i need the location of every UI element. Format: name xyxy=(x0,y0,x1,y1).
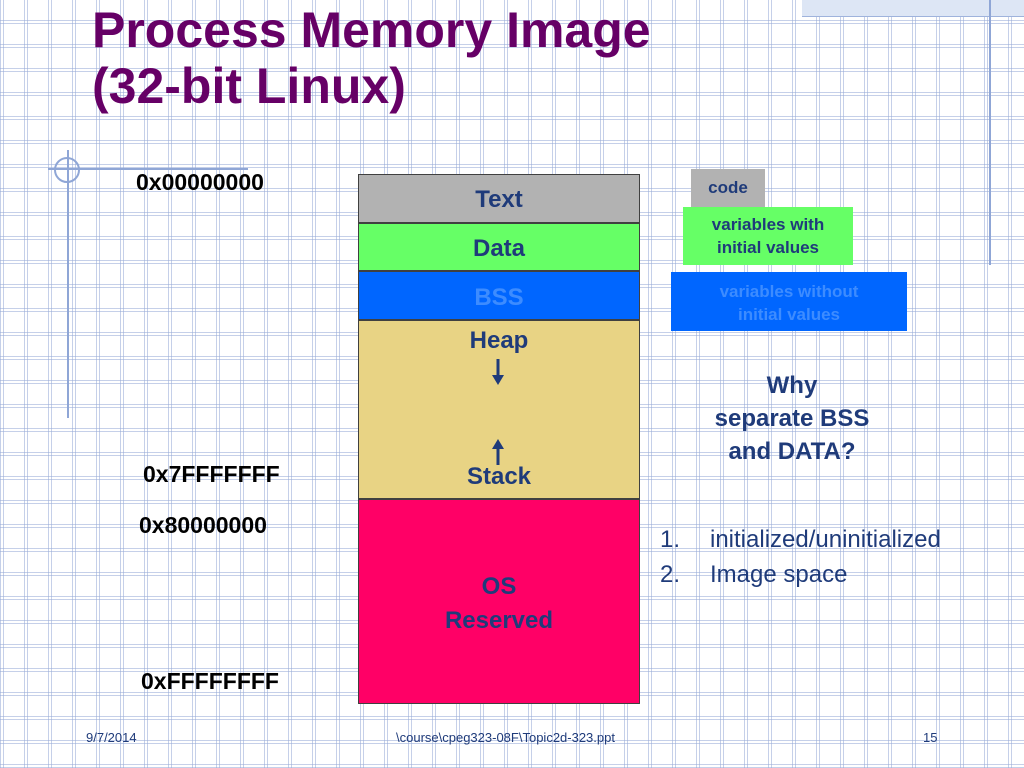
address-end: 0xFFFFFFFF xyxy=(141,668,279,694)
segment-data: Data xyxy=(358,223,640,271)
slide-decoration-line xyxy=(989,0,991,265)
slide-decoration-circle xyxy=(54,157,80,183)
legend-init-line2: initial values xyxy=(716,238,820,257)
os-label-line2: Reserved xyxy=(444,607,554,634)
answer-list: 1. initialized/uninitialized 2. Image sp… xyxy=(660,522,941,592)
heap-label: Heap xyxy=(469,327,529,354)
footer-date: 9/7/2014 xyxy=(86,730,137,745)
address-user-end: 0x7FFFFFFF xyxy=(143,461,280,487)
segment-heap-stack: Heap Stack xyxy=(358,320,640,499)
list-item: 1. initialized/uninitialized xyxy=(660,522,941,557)
segment-text: Text xyxy=(358,174,640,223)
segment-os-reserved: OS Reserved xyxy=(358,499,640,704)
legend-code: code xyxy=(691,169,765,207)
list-item-text: Image space xyxy=(710,561,848,588)
slide-title-line1: Process Memory Image xyxy=(92,2,651,58)
question-line3: and DATA? xyxy=(728,438,856,465)
question-line2: separate BSS xyxy=(714,405,870,432)
list-item-number: 2. xyxy=(660,561,681,588)
slide-decoration-line xyxy=(67,150,69,418)
list-item-text: initialized/uninitialized xyxy=(710,526,941,553)
slide-decoration-line xyxy=(48,168,248,170)
footer-path: \course\cpeg323-08F\Topic2d-323.ppt xyxy=(396,730,615,745)
legend-noinit-line2: initial values xyxy=(737,305,841,324)
address-start: 0x00000000 xyxy=(136,169,264,195)
legend-noinit-line1: variables without xyxy=(719,282,859,301)
slide-title-line2: (32-bit Linux) xyxy=(92,58,406,114)
legend-init-line1: variables with xyxy=(711,215,825,234)
os-label-line1: OS xyxy=(481,573,517,600)
legend-uninitialized-variables: variables without initial values xyxy=(671,272,907,331)
arrow-down-icon xyxy=(492,359,504,385)
list-item-number: 1. xyxy=(660,526,681,553)
legend-initialized-variables: variables with initial values xyxy=(683,207,853,265)
segment-bss: BSS xyxy=(358,271,640,320)
slide-title: Process Memory Image (32-bit Linux) xyxy=(92,2,651,114)
footer-page-number: 15 xyxy=(923,730,938,745)
question-line1: Why xyxy=(766,372,818,399)
list-item: 2. Image space xyxy=(660,557,941,592)
question-text: Why separate BSS and DATA? xyxy=(684,369,900,468)
os-reserved-label: OS Reserved xyxy=(359,570,639,638)
address-kernel-start: 0x80000000 xyxy=(139,512,267,538)
slide-corner-decoration xyxy=(802,0,1024,17)
stack-label: Stack xyxy=(466,463,532,490)
arrow-up-icon xyxy=(492,439,504,465)
